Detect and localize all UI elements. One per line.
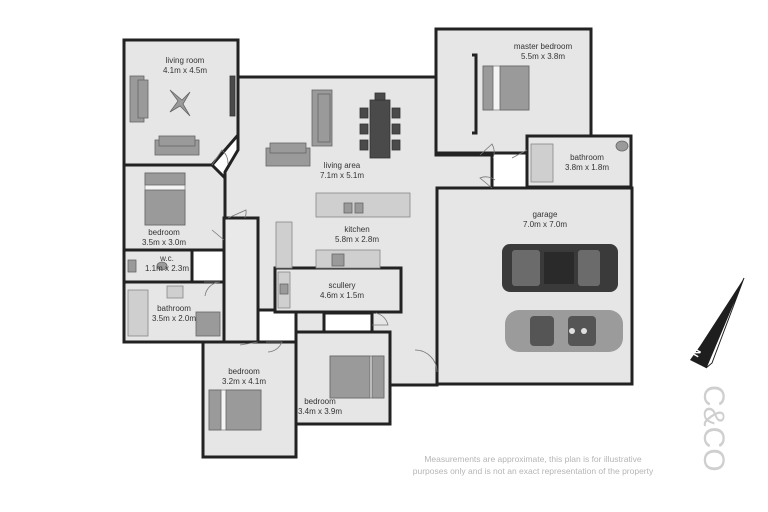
door-swings bbox=[204, 143, 528, 373]
living-area-furniture bbox=[265, 89, 401, 167]
disclaimer-line-1: Measurements are approximate, this plan … bbox=[424, 454, 642, 464]
bedroom-south-furniture bbox=[329, 355, 385, 399]
north-compass-icon: N bbox=[690, 277, 745, 369]
ensuite-bathroom-name: bathroom bbox=[570, 153, 604, 162]
suv-car-icon bbox=[502, 244, 618, 292]
main-bathroom-name: bathroom bbox=[157, 304, 191, 313]
ensuite-bathroom-dims: 3.8m x 1.8m bbox=[565, 163, 609, 172]
living-room-name: living room bbox=[166, 56, 205, 65]
bedroom-west-dims: 3.5m x 3.0m bbox=[142, 238, 186, 247]
living-area-dims: 7.1m x 5.1m bbox=[320, 171, 364, 180]
kitchen-name: kitchen bbox=[344, 225, 369, 234]
master-bedroom-name: master bedroom bbox=[514, 42, 573, 51]
bedroom-west-name: bedroom bbox=[148, 228, 180, 237]
ensuite-fixtures bbox=[530, 140, 629, 183]
bedroom-south-dims: 3.4m x 3.9m bbox=[298, 407, 342, 416]
kitchen-dims: 5.8m x 2.8m bbox=[335, 235, 379, 244]
master-bedroom-furniture bbox=[472, 53, 530, 135]
scullery-dims: 4.6m x 1.5m bbox=[320, 291, 364, 300]
living-room-furniture bbox=[129, 75, 236, 156]
garage-cars bbox=[502, 244, 623, 352]
bedroom-south-name: bedroom bbox=[304, 397, 336, 406]
wc-fixtures bbox=[127, 259, 168, 273]
kitchen-fixtures bbox=[275, 192, 411, 309]
bedroom-sw-dims: 3.2m x 4.1m bbox=[222, 377, 266, 386]
wc-name: w.c. bbox=[159, 254, 174, 263]
room-labels: living room 4.1m x 4.5m living area 7.1m… bbox=[142, 42, 609, 416]
garage-name: garage bbox=[533, 210, 558, 219]
living-room-dims: 4.1m x 4.5m bbox=[163, 66, 207, 75]
garage-dims: 7.0m x 7.0m bbox=[523, 220, 567, 229]
corridor-floor bbox=[222, 216, 260, 344]
living-area-name: living area bbox=[324, 161, 361, 170]
scullery-floor bbox=[273, 266, 403, 314]
main-bathroom-dims: 3.5m x 2.0m bbox=[152, 314, 196, 323]
sedan-car-icon bbox=[505, 310, 623, 352]
main-bathroom-fixtures bbox=[127, 285, 221, 337]
master-bedroom-dims: 5.5m x 3.8m bbox=[521, 52, 565, 61]
bedroom-sw-name: bedroom bbox=[228, 367, 260, 376]
bedroom-west-furniture bbox=[144, 172, 186, 226]
scullery-name: scullery bbox=[328, 281, 355, 290]
bedroom-sw-furniture bbox=[208, 389, 262, 431]
brand-logo: C&CO bbox=[697, 385, 730, 472]
disclaimer-line-2: purposes only and is not an exact repres… bbox=[413, 466, 654, 476]
brand-logo-text: C&CO bbox=[697, 385, 730, 472]
wc-dims: 1.1m x 2.3m bbox=[145, 264, 189, 273]
